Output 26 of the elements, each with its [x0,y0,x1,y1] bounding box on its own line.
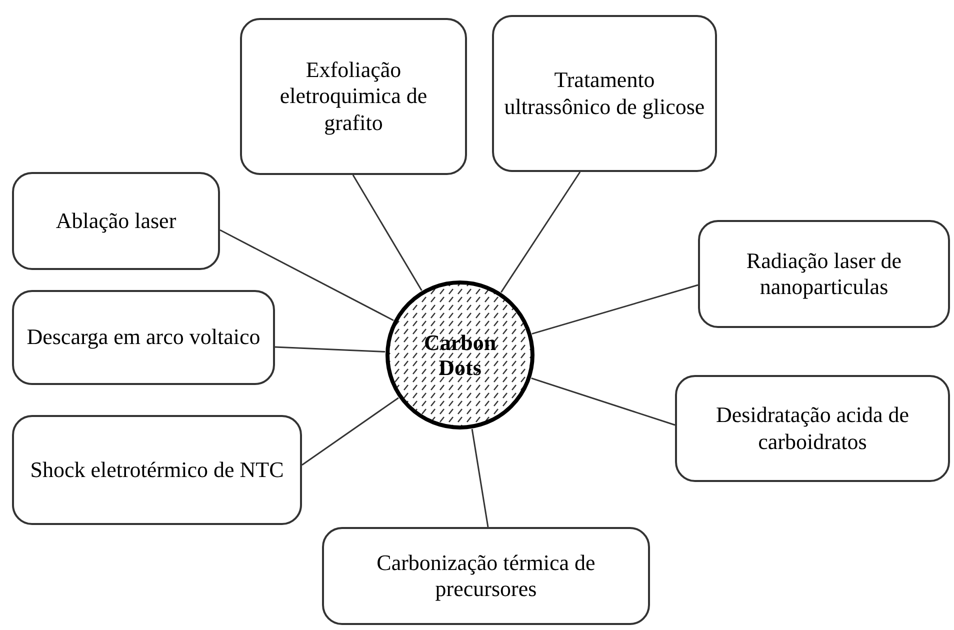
method-label: Shock eletrotérmico de NTC [30,456,284,484]
hatched-circle [385,280,535,430]
connector-line [500,172,581,293]
connector-line [471,428,489,528]
connector-line [302,397,399,466]
method-box [698,220,950,328]
method-label: Ablação laser [56,208,176,234]
method-box [240,18,467,175]
connector-line [532,284,698,335]
center-label: Carbon Dots [422,330,498,380]
method-box [12,172,220,270]
connector-line [220,229,394,322]
method-box [675,375,950,482]
connector-line [352,174,422,291]
method-box [322,527,650,625]
method-label: Radiação laser de nanoparticulas [745,248,903,300]
method-label: Exfoliação eletroquimica de grafito [278,56,428,136]
method-box [12,290,275,385]
connector-line [531,378,676,426]
method-label: Carbonização térmica de precursores [376,550,596,602]
method-label: Descarga em arco voltaico [26,324,260,351]
method-label: Desidratação acida de carboidratos [715,402,910,455]
method-label: Tratamento ultrassônico de glicose [504,67,705,120]
connector-line [274,346,386,352]
method-box [492,15,717,172]
method-box [12,415,302,525]
